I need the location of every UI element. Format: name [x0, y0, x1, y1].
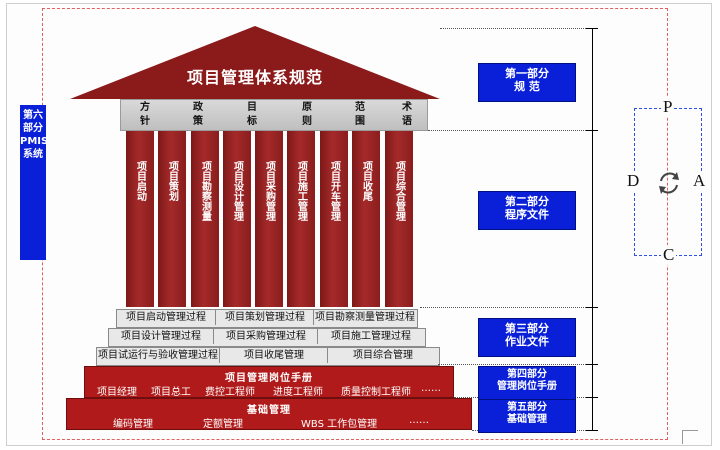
part-1-label: 第一部分 规 范	[478, 63, 576, 102]
part-2-label: 第二部分 程序文件	[478, 191, 576, 230]
bracket-line	[592, 28, 593, 430]
guide-line	[438, 364, 592, 365]
process-cell: 项目采购管理过程	[213, 329, 318, 344]
diagram-title: 项目管理体系规范	[186, 68, 323, 87]
corner-mark	[682, 430, 698, 444]
temple-pediment	[70, 26, 440, 99]
principle-item: 目 标	[247, 102, 257, 127]
principle-item: 范 围	[355, 102, 365, 127]
process-cell: 项目策划管理过程	[215, 310, 314, 325]
bracket-tick	[586, 130, 598, 131]
process-cell: 项目综合管理	[327, 348, 438, 363]
column-survey: 项目勘察测量	[191, 131, 219, 307]
guide-line	[428, 130, 592, 131]
principle-item: 术 语	[402, 102, 412, 127]
bracket-tick	[586, 28, 598, 29]
process-row-2: 项目设计管理过程 项目采购管理过程 项目施工管理过程	[108, 328, 426, 347]
principle-item: 原 则	[302, 102, 312, 127]
part-number: 第二部分	[505, 195, 549, 208]
pdca-cycle-box: P D A C	[625, 97, 708, 265]
process-cell: 项目试运行与验收管理过程	[98, 350, 218, 361]
bracket-tick	[586, 307, 598, 308]
guide-line	[420, 307, 592, 308]
guide-line	[440, 28, 592, 29]
column-closeout: 项目收尾	[352, 131, 380, 307]
handbook-item: 项目总工	[151, 387, 191, 398]
bracket-tick	[586, 397, 598, 398]
part-name: 基础管理	[507, 414, 547, 425]
pdca-act: A	[691, 171, 708, 191]
bracket-tick	[586, 430, 598, 431]
handbook-item: ……	[421, 383, 441, 394]
handbook-item: 项目经理	[97, 387, 137, 398]
position-handbook-base: 项目管理岗位手册 项目经理 项目总工 费控工程师 进度工程师 质量控制工程师 ……	[84, 366, 454, 398]
process-cell: 项目施工管理过程	[317, 329, 424, 344]
pdca-plan: P	[661, 97, 675, 117]
pdca-check: C	[661, 245, 677, 265]
handbook-item: 质量控制工程师	[341, 387, 411, 398]
column-label: 项目设计管理	[231, 161, 243, 221]
column-label: 项目策划	[166, 161, 178, 201]
pmis-system-box: 第六部分 PMIS系统	[20, 105, 48, 260]
pdca-do: D	[625, 171, 642, 191]
handbook-title: 项目管理岗位手册	[225, 373, 313, 384]
part-3-label: 第三部分 作业文件	[478, 318, 576, 357]
principle-item: 政 策	[193, 102, 203, 127]
principle-bar: 方 针 政 策 目 标 原 则 范 围 术 语	[120, 99, 428, 131]
part-name: 规 范	[514, 80, 540, 93]
foundation-title: 基础管理	[247, 405, 291, 416]
part-5-label: 第五部分 基础管理	[478, 399, 576, 433]
part-4-label: 第四部分 管理岗位手册	[478, 366, 576, 400]
handbook-item: 进度工程师	[273, 387, 323, 398]
column-design: 项目设计管理	[223, 131, 251, 307]
column-label: 项目勘察测量	[199, 161, 211, 221]
process-row-1: 项目启动管理过程 项目策划管理过程 项目勘察测量管理过程	[116, 309, 418, 328]
column-label: 项目开车管理	[328, 161, 340, 221]
column-label: 项目施工管理	[295, 161, 307, 221]
column-procurement: 项目采购管理	[255, 131, 283, 307]
part-name: 程序文件	[505, 208, 549, 221]
foundation-item: 编码管理	[113, 419, 153, 430]
part-name: 作业文件	[505, 335, 549, 348]
process-row-3: 项目试运行与验收管理过程 项目收尾管理 项目综合管理	[96, 347, 440, 366]
part-number: 第四部分	[507, 369, 547, 380]
column-label: 项目综合管理	[393, 161, 405, 221]
foundation-item: WBS 工作包管理	[301, 419, 378, 430]
column-label: 项目启动	[134, 161, 146, 201]
part-name: 管理岗位手册	[497, 381, 557, 392]
part-number: 第五部分	[507, 402, 547, 413]
column-integrated: 项目综合管理	[385, 131, 413, 307]
column-project-planning: 项目策划	[158, 131, 186, 307]
column-label: 项目采购管理	[263, 161, 275, 221]
cycle-arrows-icon	[659, 172, 679, 194]
process-cell: 项目勘察测量管理过程	[313, 310, 415, 325]
part-number: 第三部分	[505, 322, 549, 335]
handbook-item: 费控工程师	[205, 387, 255, 398]
process-cell: 项目设计管理过程	[121, 331, 201, 342]
foundation-base: 基础管理 编码管理 定额管理 WBS 工作包管理 ……	[66, 398, 472, 430]
process-cell: 项目启动管理过程	[126, 312, 206, 323]
column-project-start: 项目启动	[126, 131, 154, 307]
part-number: 第一部分	[505, 67, 549, 80]
foundation-item: ……	[409, 415, 429, 426]
principle-item: 方 针	[140, 102, 150, 127]
column-startup: 项目开车管理	[320, 131, 348, 307]
column-construction: 项目施工管理	[287, 131, 315, 307]
column-label: 项目收尾	[360, 161, 372, 201]
foundation-item: 定额管理	[203, 419, 243, 430]
process-cell: 项目收尾管理	[219, 348, 328, 363]
bracket-tick	[586, 364, 598, 365]
